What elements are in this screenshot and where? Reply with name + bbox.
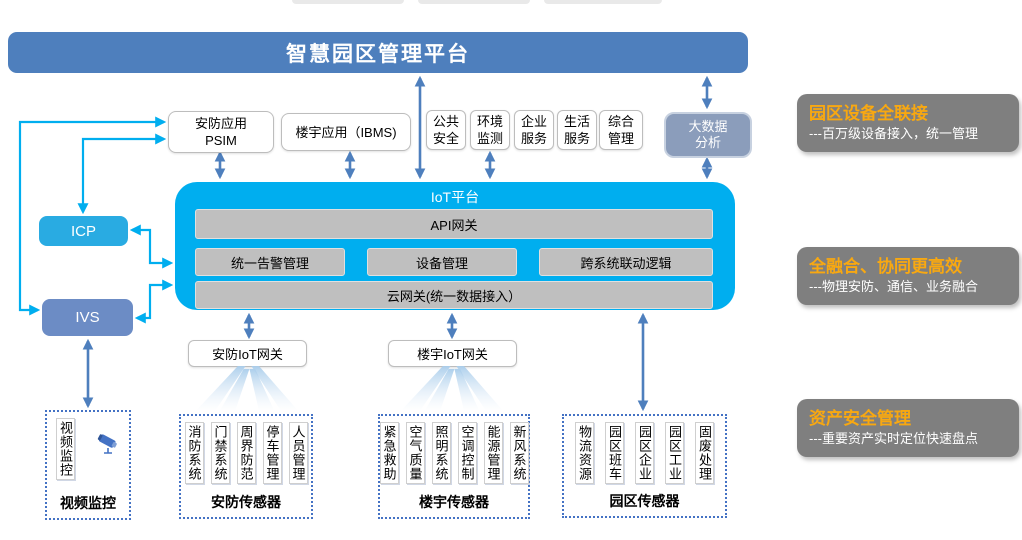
- video-surveillance-label: 视频监控: [60, 495, 116, 511]
- security-iot-gateway-label: 安防IoT网关: [212, 347, 283, 362]
- icp-label: ICP: [70, 222, 96, 240]
- park-sensor-item[interactable]: 物流资源: [575, 422, 594, 484]
- building-sensor-item[interactable]: 空气质量: [405, 422, 425, 484]
- benefit-title: 园区设备全联接: [809, 104, 928, 123]
- video-surveillance-item[interactable]: 视频监控: [56, 418, 75, 480]
- top-fragment: [292, 0, 404, 4]
- alarm-mgmt-module[interactable]: 统一告警管理: [195, 248, 345, 276]
- cross-system-linkage-module[interactable]: 跨系统联动逻辑: [539, 248, 713, 276]
- alarm-mgmt-label: 统一告警管理: [230, 255, 309, 271]
- api-gateway-bar[interactable]: API网关: [195, 209, 713, 239]
- security-sensor-item[interactable]: 停车管理: [262, 422, 282, 484]
- top-fragment: [544, 0, 662, 4]
- cloud-gateway-label: 云网关(统一数据接入）: [386, 288, 522, 304]
- security-sensor-item[interactable]: 门禁系统: [210, 422, 230, 484]
- security-iot-gateway-box[interactable]: 安防IoT网关: [188, 340, 307, 367]
- service-line: 监测: [476, 131, 503, 146]
- security-sensor-item[interactable]: 人员管理: [288, 422, 308, 484]
- service-line: 管理: [607, 131, 634, 146]
- building-iot-gateway-label: 楼宇IoT网关: [417, 347, 488, 362]
- platform-title: 智慧园区管理平台: [286, 42, 470, 66]
- park-sensors-group: 物流资源 园区班车 园区企业 园区工业 固废处理 园区传感器: [562, 414, 727, 518]
- benefit-convergence: 全融合、协同更高效 ---物理安防、通信、业务融合: [797, 247, 1019, 305]
- device-mgmt-label: 设备管理: [415, 255, 468, 271]
- park-sensor-item[interactable]: 园区工业: [665, 422, 684, 484]
- benefit-title: 全融合、协同更高效: [809, 257, 962, 276]
- building-iot-gateway-box[interactable]: 楼宇IoT网关: [388, 340, 517, 367]
- iot-platform: IoT平台 API网关 统一告警管理 设备管理 跨系统联动逻辑 云网关(统一数据…: [175, 182, 735, 310]
- psim-line2: PSIM: [205, 133, 237, 148]
- security-sensors-group: 消防系统 门禁系统 周界防范 停车管理 人员管理 安防传感器: [179, 414, 313, 519]
- iot-platform-title: IoT平台: [430, 189, 480, 205]
- building-sensor-item[interactable]: 紧急救助: [379, 422, 399, 484]
- big-data-analysis-box[interactable]: 大数据 分析: [664, 112, 752, 158]
- gateway-beam-decoration: [400, 366, 504, 412]
- building-sensors-label: 楼宇传感器: [419, 494, 489, 510]
- bigdata-line2: 分析: [694, 135, 721, 150]
- psim-line1: 安防应用: [194, 116, 247, 131]
- bigdata-line1: 大数据: [688, 119, 728, 134]
- app-enterprise-service-box[interactable]: 企业 服务: [514, 110, 554, 150]
- park-sensor-item[interactable]: 固废处理: [695, 422, 714, 484]
- park-sensors-label: 园区传感器: [609, 493, 680, 509]
- benefit-desc: ---物理安防、通信、业务融合: [809, 279, 978, 294]
- app-env-monitor-box[interactable]: 环境 监测: [470, 110, 510, 150]
- platform-title-banner: 智慧园区管理平台: [8, 32, 748, 73]
- api-gateway-label: API网关: [430, 217, 478, 233]
- service-line: 公共: [432, 114, 459, 129]
- app-public-safety-box[interactable]: 公共 安全: [426, 110, 466, 150]
- benefit-asset-security: 资产安全管理 ---重要资产实时定位快速盘点: [797, 399, 1019, 457]
- security-sensor-item[interactable]: 周界防范: [236, 422, 256, 484]
- top-fragment: [418, 0, 530, 4]
- benefit-desc: ---重要资产实时定位快速盘点: [809, 431, 978, 446]
- app-general-mgmt-box[interactable]: 综合 管理: [599, 110, 643, 150]
- gateway-beam-decoration: [195, 366, 299, 412]
- camera-icon: [96, 432, 122, 463]
- service-line: 综合: [607, 114, 634, 129]
- device-mgmt-module[interactable]: 设备管理: [367, 248, 517, 276]
- ivs-box[interactable]: IVS: [42, 299, 133, 336]
- app-ibms-box[interactable]: 楼宇应用（IBMS): [281, 113, 411, 151]
- security-sensors-label: 安防传感器: [211, 494, 281, 510]
- cloud-gateway-bar[interactable]: 云网关(统一数据接入）: [195, 281, 713, 309]
- building-sensor-item[interactable]: 新风系统: [509, 422, 529, 484]
- service-line: 环境: [476, 114, 503, 129]
- video-surveillance-group: 视频监控 视频监控: [45, 410, 131, 520]
- security-sensor-item[interactable]: 消防系统: [184, 422, 204, 484]
- ivs-label: IVS: [75, 309, 100, 326]
- park-sensor-item[interactable]: 园区企业: [635, 422, 654, 484]
- icp-box[interactable]: ICP: [39, 216, 128, 246]
- app-life-service-box[interactable]: 生活 服务: [557, 110, 597, 150]
- service-line: 服务: [563, 131, 590, 146]
- benefit-desc: ---百万级设备接入，统一管理: [809, 126, 978, 141]
- service-line: 安全: [432, 131, 459, 146]
- building-sensor-item[interactable]: 空调控制: [457, 422, 477, 484]
- service-line: 生活: [563, 114, 590, 129]
- building-sensor-item[interactable]: 能源管理: [483, 422, 503, 484]
- park-sensor-item[interactable]: 园区班车: [605, 422, 624, 484]
- building-sensors-group: 紧急救助 空气质量 照明系统 空调控制 能源管理 新风系统 楼宇传感器: [378, 414, 530, 519]
- service-line: 服务: [520, 131, 547, 146]
- ibms-label: 楼宇应用（IBMS): [295, 124, 397, 140]
- service-line: 企业: [520, 114, 547, 129]
- benefit-device-connectivity: 园区设备全联接 ---百万级设备接入，统一管理: [797, 94, 1019, 152]
- building-sensor-item[interactable]: 照明系统: [431, 422, 451, 484]
- app-psim-box[interactable]: 安防应用 PSIM: [168, 111, 274, 153]
- benefit-title: 资产安全管理: [809, 409, 911, 428]
- cross-system-linkage-label: 跨系统联动逻辑: [580, 255, 672, 271]
